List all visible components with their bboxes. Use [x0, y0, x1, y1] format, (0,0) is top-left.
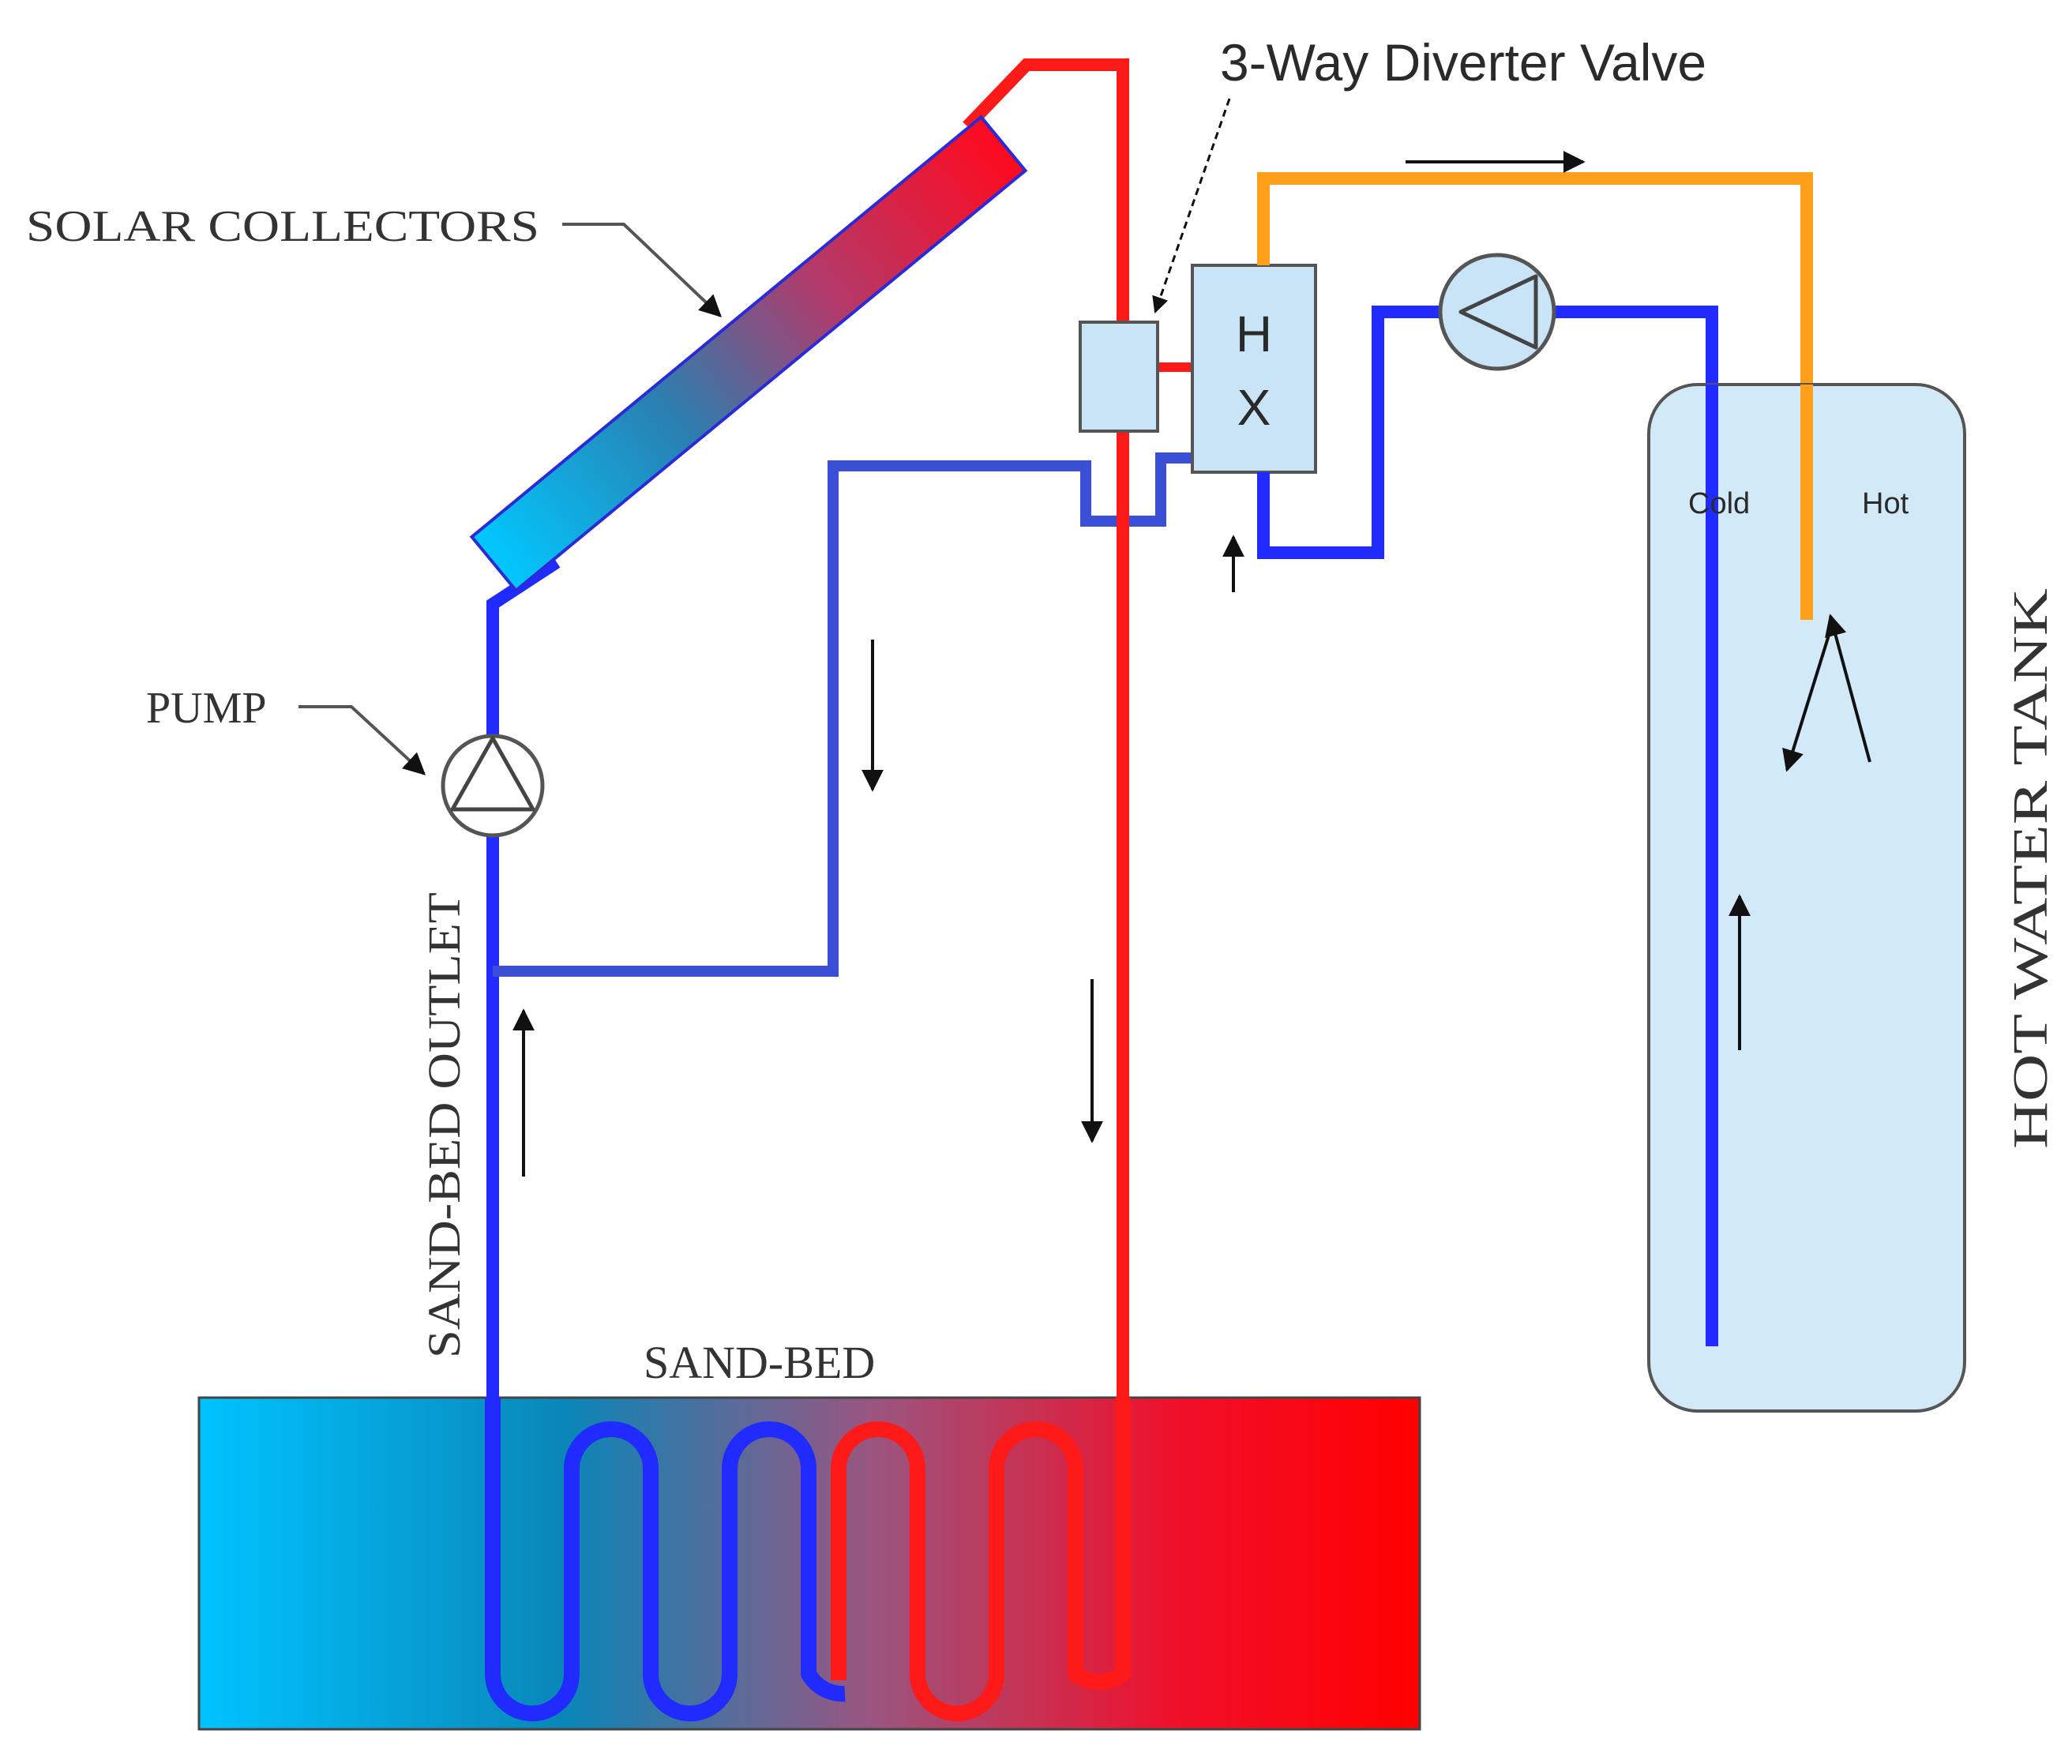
label-pump: PUMP	[146, 684, 267, 733]
hx-label-x: X	[1237, 379, 1271, 436]
label-sandbed-outlet: SAND-BED OUTLET	[419, 892, 470, 1358]
hx-to-pump-pipe	[1257, 306, 1441, 559]
hx-return-pipe	[493, 452, 1192, 977]
coil-hot-section	[831, 1398, 1131, 1721]
flow-arrow-tank-convect-down	[1782, 629, 1832, 772]
flow-arrow-tank-convect-up	[1825, 614, 1871, 763]
heat-exchanger: H X	[1191, 264, 1317, 474]
label-hot-water-tank: HOT WATER TANK	[2004, 588, 2058, 1149]
pump-triangle-icon	[450, 736, 535, 812]
solar-collector	[469, 114, 1028, 593]
outlet-pipe	[486, 557, 561, 1406]
coil-cold-section	[485, 1398, 846, 1721]
label-solar-collectors: SOLAR COLLECTORS	[26, 202, 539, 251]
leader-valve	[1152, 98, 1231, 313]
label-diverter-valve: 3-Way Diverter Valve	[1220, 33, 1706, 92]
label-sandbed: SAND-BED	[644, 1337, 875, 1388]
hot-supply-pipe	[963, 58, 1129, 1413]
dhw-pump	[1438, 253, 1556, 371]
diverter-valve	[1079, 321, 1159, 433]
label-hot: Hot	[1862, 487, 1909, 520]
collector-pump	[441, 734, 545, 838]
leader-collectors	[562, 223, 723, 317]
hx-label-h: H	[1236, 306, 1272, 362]
leader-pump	[298, 705, 426, 775]
label-cold: Cold	[1688, 487, 1750, 520]
dhw-pump-triangle-icon	[1458, 274, 1538, 350]
